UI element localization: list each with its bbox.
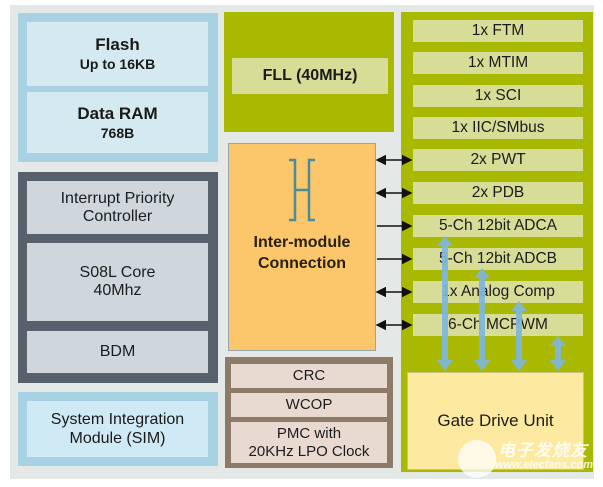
peripheral-iic: 1x IIC/SMbus <box>413 117 583 139</box>
peripheral-mcpwm: 6-Ch MCPWM <box>413 314 583 336</box>
crc-module: CRC <box>231 364 387 388</box>
peripheral-pwt: 2x PWT <box>413 149 583 171</box>
inter-module-line2: Connection <box>258 255 346 272</box>
memory-block: Flash Up to 16KB Data RAM 768B <box>18 13 218 162</box>
peripheral-analog-comp: 1x Analog Comp <box>413 281 583 303</box>
peripheral-label: 2x PWT <box>470 151 526 168</box>
watermark-logo-icon <box>458 440 496 478</box>
interrupt-line2: Controller <box>82 207 153 225</box>
gate-drive-unit: Gate Drive Unit <box>407 372 584 470</box>
watermark: 电子发烧友 www.elecfans.com <box>458 436 598 482</box>
sim-block: System Integration Module (SIM) <box>18 392 218 466</box>
peripheral-label: 1x FTM <box>471 22 525 39</box>
wcop-module: WCOP <box>231 393 387 417</box>
peripheral-label: 6-Ch MCPWM <box>448 316 548 333</box>
peripheral-label: 1x Analog Comp <box>441 283 555 300</box>
pmc-line2: 20KHz LPO Clock <box>248 442 370 460</box>
peripheral-label: 5-Ch 12bit ADCB <box>438 250 558 267</box>
fll-module: FLL (40MHz) <box>232 58 388 94</box>
inter-module-line1: Inter-module <box>253 234 351 251</box>
peripheral-label: 2x PDB <box>471 184 525 201</box>
peripheral-pdb: 2x PDB <box>413 182 583 204</box>
watermark-text: 电子发烧友 <box>498 441 588 460</box>
gate-drive-label: Gate Drive Unit <box>437 411 554 430</box>
fll-block: FLL (40MHz) <box>224 12 394 132</box>
fll-label: FLL (40MHz) <box>262 67 358 84</box>
bdm-label: BDM <box>99 343 136 360</box>
flash-module: Flash Up to 16KB <box>27 22 208 86</box>
crc-label: CRC <box>292 367 326 384</box>
peripheral-label: 5-Ch 12bit ADCA <box>438 217 558 234</box>
inter-module-label: Inter-module Connection <box>229 232 375 274</box>
core-line1: S08L Core <box>79 264 156 281</box>
bdm-module: BDM <box>27 331 208 373</box>
sim-line2: Module (SIM) <box>69 430 166 447</box>
sim-line1: System Integration <box>50 411 185 428</box>
peripheral-label: 1x IIC/SMbus <box>451 119 545 136</box>
core-block: Interrupt Priority Controller S08L Core … <box>18 172 218 383</box>
peripheral-label: 1x SCI <box>474 87 522 104</box>
pmc-module: PMC with 20KHz LPO Clock <box>231 422 387 463</box>
peripheral-ftm: 1x FTM <box>413 20 583 42</box>
ram-title: Data RAM <box>77 103 158 123</box>
flash-size: Up to 16KB <box>79 56 156 72</box>
wcop-label: WCOP <box>285 396 333 413</box>
peripheral-sci: 1x SCI <box>413 85 583 107</box>
peripheral-adcb: 5-Ch 12bit ADCB <box>413 248 583 270</box>
flash-title: Flash <box>95 35 140 54</box>
sim-module: System Integration Module (SIM) <box>27 401 208 457</box>
interrupt-line1: Interrupt Priority <box>60 189 175 207</box>
system-block: CRC WCOP PMC with 20KHz LPO Clock <box>225 357 393 468</box>
watermark-url: www.elecfans.com <box>495 459 594 471</box>
s08l-core: S08L Core 40Mhz <box>27 243 208 321</box>
peripheral-block: 1x FTM 1x MTIM 1x SCI 1x IIC/SMbus 2x PW… <box>401 12 593 472</box>
inter-module-connection: Inter-module Connection <box>228 143 376 351</box>
bus-bracket-icon <box>289 158 315 222</box>
core-line2: 40Mhz <box>93 282 142 299</box>
interrupt-controller: Interrupt Priority Controller <box>27 181 208 234</box>
peripheral-adca: 5-Ch 12bit ADCA <box>413 215 583 237</box>
peripheral-mtim: 1x MTIM <box>413 52 583 74</box>
pmc-line1: PMC with <box>276 424 342 442</box>
ram-module: Data RAM 768B <box>27 92 208 153</box>
ram-size: 768B <box>100 124 135 141</box>
peripheral-label: 1x MTIM <box>467 54 529 71</box>
